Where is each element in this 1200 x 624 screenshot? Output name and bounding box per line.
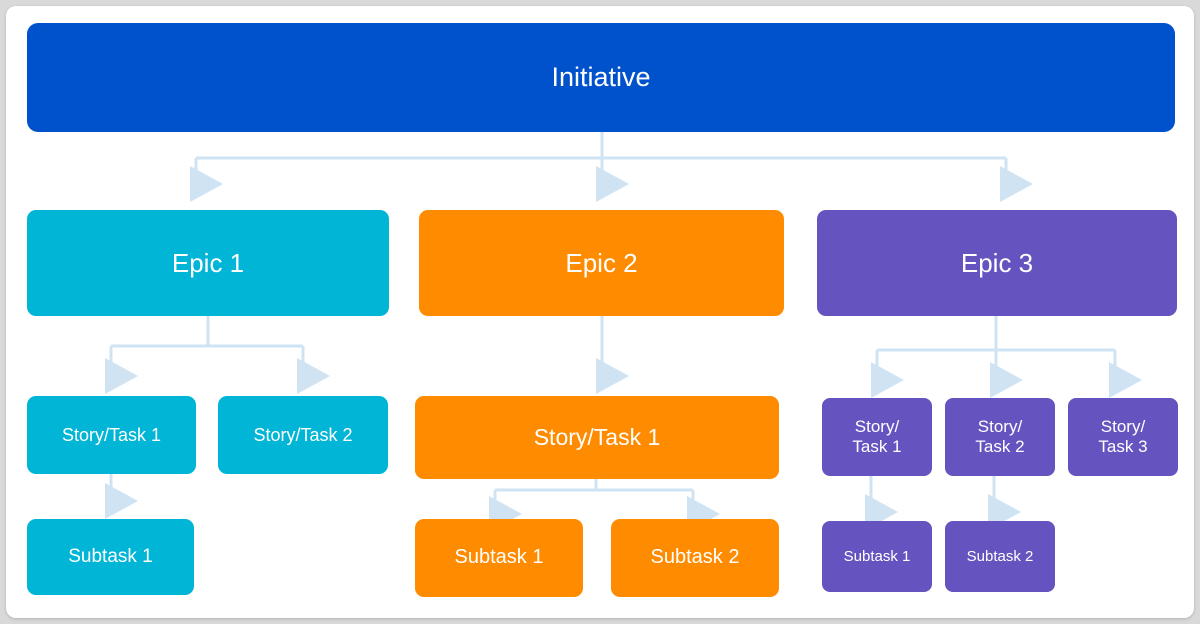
node-epic1-story-task-1[interactable]: Story/Task 1 bbox=[27, 396, 196, 474]
node-epic2-subtask-1[interactable]: Subtask 1 bbox=[415, 519, 583, 597]
node-epic3-story-task-1[interactable]: Story/ Task 1 bbox=[822, 398, 932, 476]
node-epic-1[interactable]: Epic 1 bbox=[27, 210, 389, 316]
node-epic2-subtask-2[interactable]: Subtask 2 bbox=[611, 519, 779, 597]
node-epic3-subtask-1[interactable]: Subtask 1 bbox=[822, 521, 932, 592]
node-epic3-story-task-3[interactable]: Story/ Task 3 bbox=[1068, 398, 1178, 476]
diagram-card: Initiative Epic 1 Epic 2 Epic 3 Story/Ta… bbox=[6, 6, 1194, 618]
node-epic-3[interactable]: Epic 3 bbox=[817, 210, 1177, 316]
node-epic1-subtask-1[interactable]: Subtask 1 bbox=[27, 519, 194, 595]
node-initiative[interactable]: Initiative bbox=[27, 23, 1175, 132]
node-epic1-story-task-2[interactable]: Story/Task 2 bbox=[218, 396, 388, 474]
node-epic3-subtask-2[interactable]: Subtask 2 bbox=[945, 521, 1055, 592]
node-epic2-story-task-1[interactable]: Story/Task 1 bbox=[415, 396, 779, 479]
node-epic3-story-task-2[interactable]: Story/ Task 2 bbox=[945, 398, 1055, 476]
node-epic-2[interactable]: Epic 2 bbox=[419, 210, 784, 316]
